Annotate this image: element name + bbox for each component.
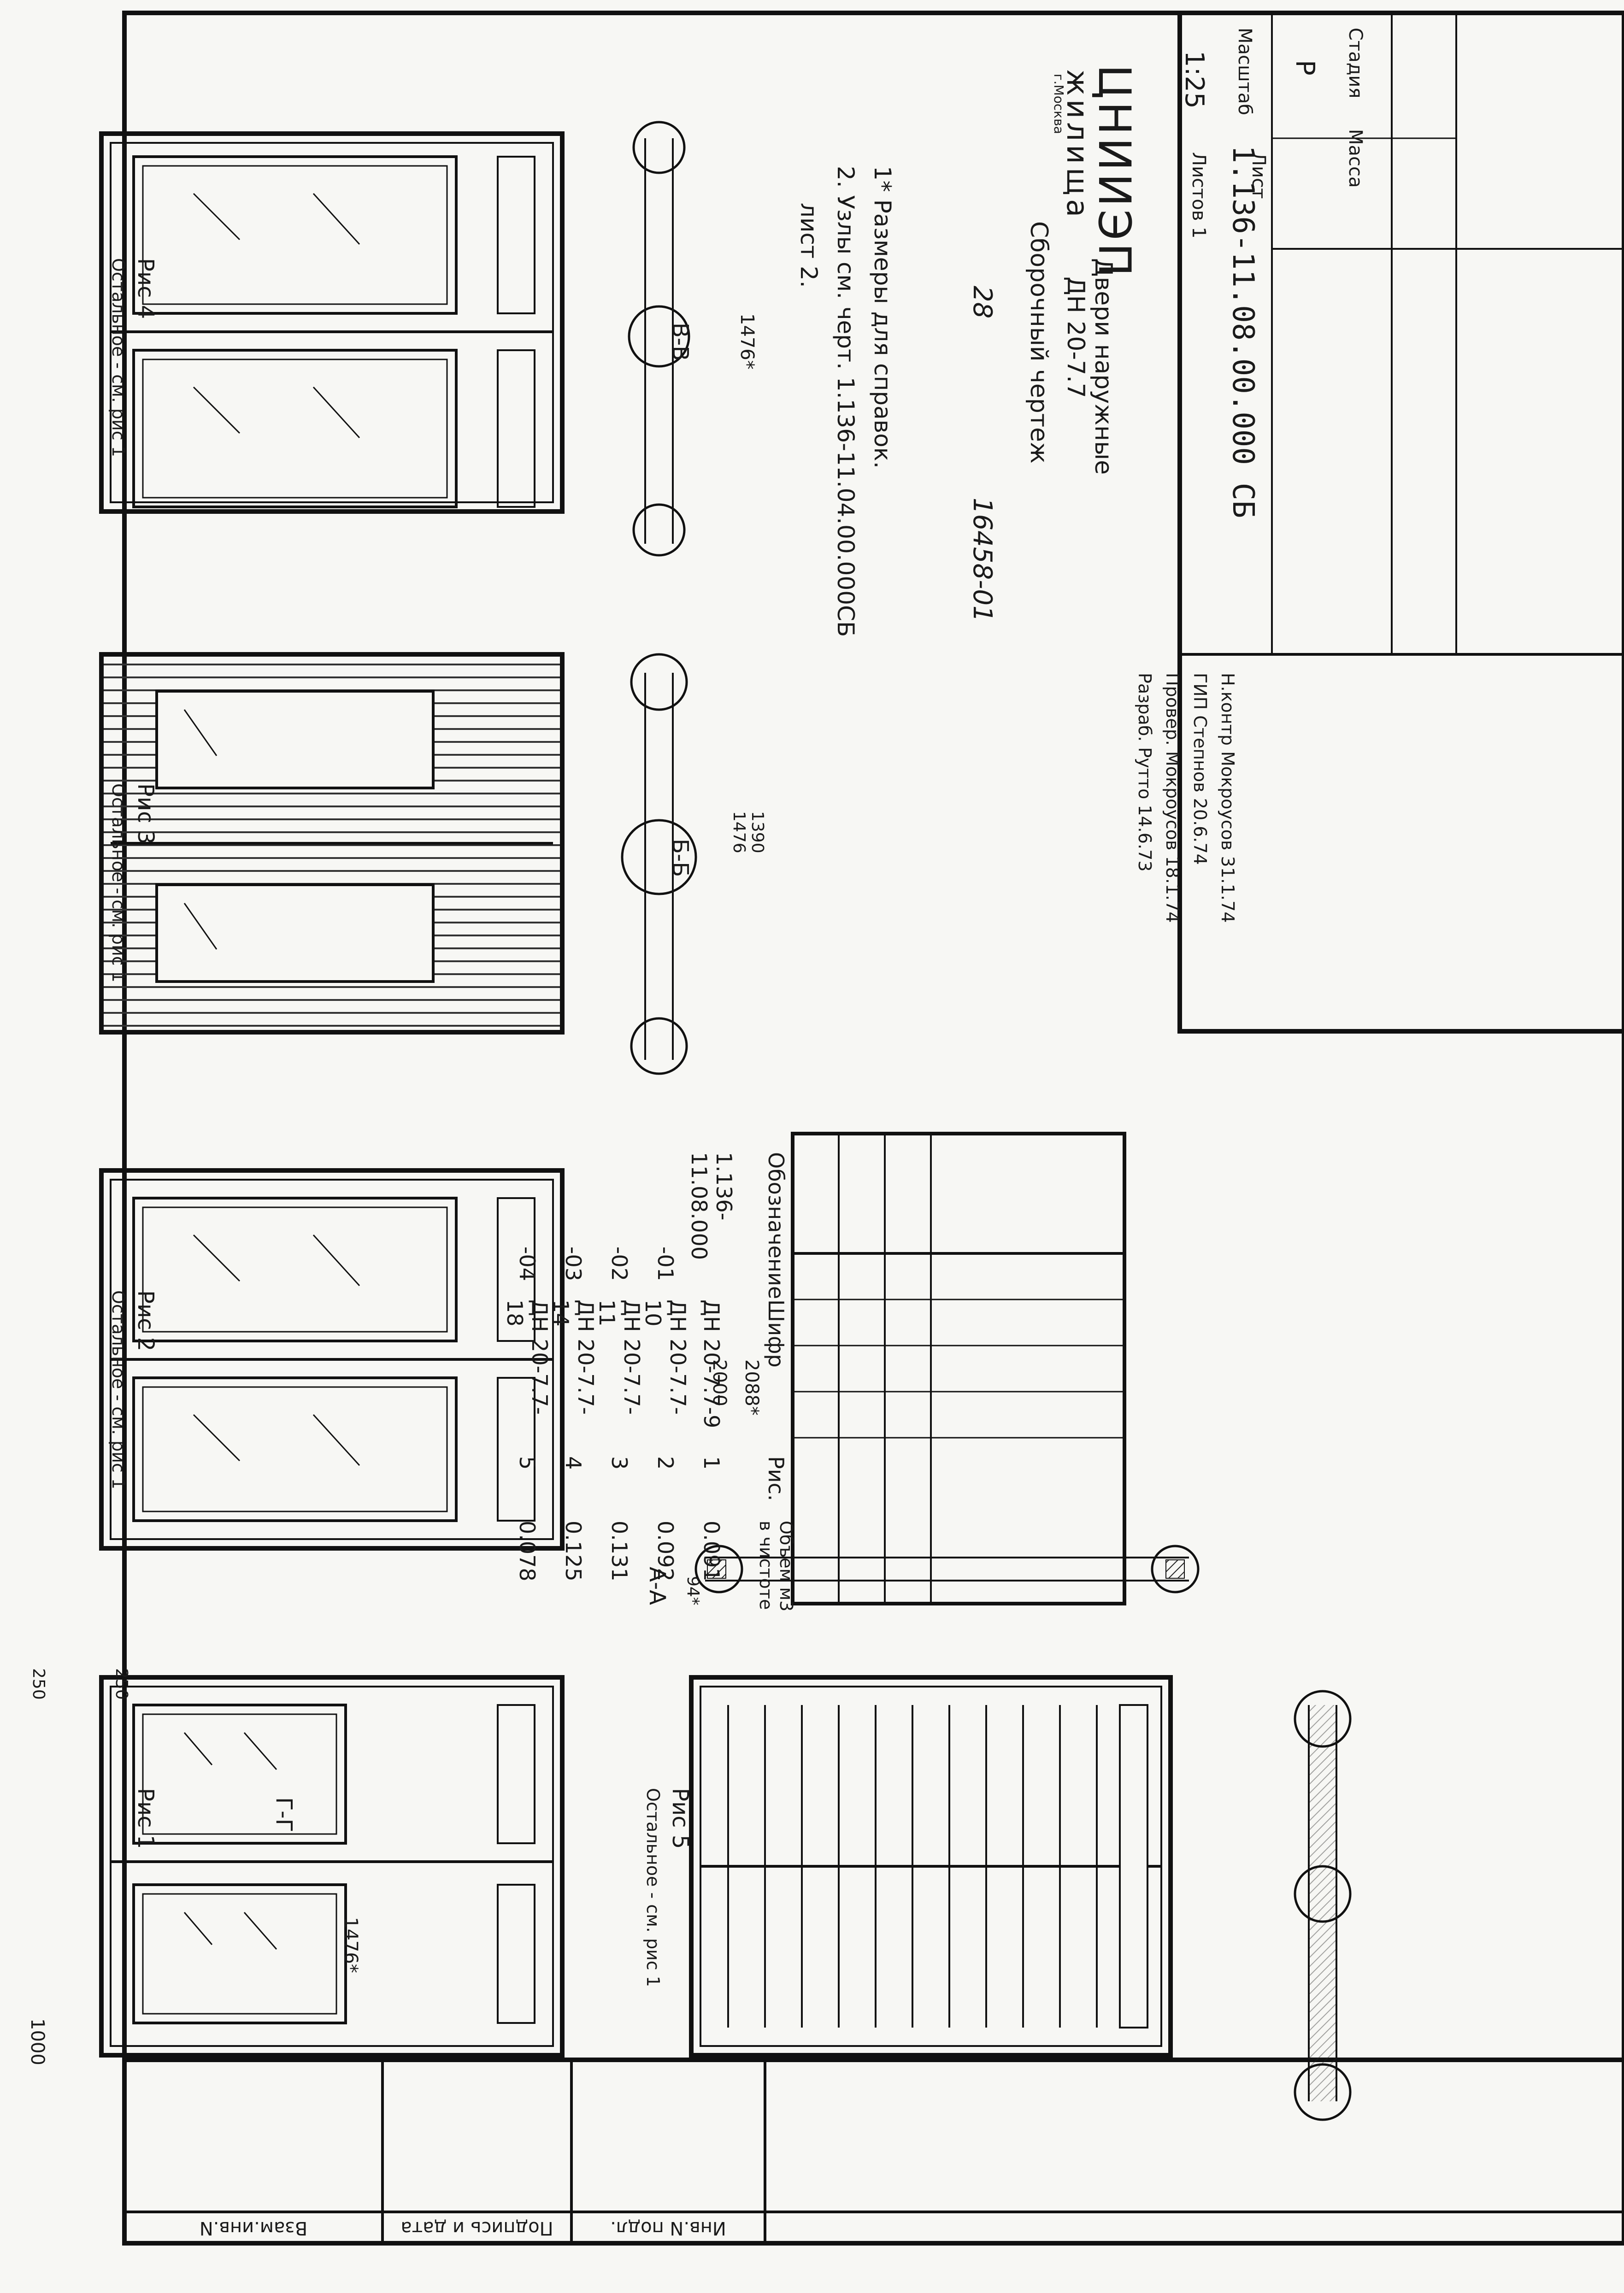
title-line2: ДН 20-7.7 xyxy=(1062,276,1089,398)
section-vv xyxy=(628,121,690,557)
org-line3: г.Москва xyxy=(1051,74,1066,134)
note-3: лист 2. xyxy=(795,203,822,288)
title-line3: Сборочный чертеж xyxy=(1025,221,1053,464)
figure-5 xyxy=(689,1675,1173,2058)
section-gg-label: Г-Г xyxy=(271,1797,297,1832)
fig1-caption: Рис 1 xyxy=(133,1788,159,1849)
section-gg xyxy=(1294,1690,1352,2121)
dim-94: 94* xyxy=(683,1576,702,1605)
dim-1000: 1000 xyxy=(27,2018,48,2065)
dim-2000: 2000 xyxy=(709,1359,730,1406)
signature-rows: Н.контр Мокроусов 31.1.74 ГИП Степнов 20… xyxy=(1131,673,1242,923)
dim-1476c: 1476* xyxy=(340,1917,361,1973)
dim-1476a: 1476 xyxy=(730,811,748,853)
dim-1476b: 1476* xyxy=(736,313,758,370)
side-stamp-strip: Взам.инв.N Подпись и дата Инв.N подл. xyxy=(123,2060,1624,2243)
mass-header: Масса xyxy=(1345,129,1366,188)
figure-2 xyxy=(99,1168,565,1551)
spec-header-designation: Обозначение xyxy=(764,1152,788,1299)
figure-4 xyxy=(99,131,565,514)
section-aa-label: А-А xyxy=(644,1567,670,1605)
stage-header: Стадия xyxy=(1345,28,1366,99)
spec-header-fig: Рис. xyxy=(764,1456,788,1501)
sheet-frame xyxy=(122,11,1624,2246)
signature-row: ГИП Степнов 20.6.74 xyxy=(1190,673,1210,865)
figure-1 xyxy=(99,1675,565,2058)
stamp-inv-podl: Инв.N подл. xyxy=(610,2217,726,2239)
section-aa xyxy=(694,1545,1200,1593)
note-2: 2. Узлы см. черт. 1.136-11.04.00.000СБ xyxy=(832,166,859,637)
spec-header-code: Шифр xyxy=(764,1299,788,1368)
title-line1: Двери наружные xyxy=(1089,258,1117,475)
title-block xyxy=(1177,11,1624,1034)
dim-250b: 250 xyxy=(112,1668,131,1700)
signature-row: Н.контр Мокроусов 31.1.74 xyxy=(1218,673,1238,923)
page-number: 28 xyxy=(967,286,997,319)
dim-1390: 1390 xyxy=(748,811,767,853)
archive-number: 16458-01 xyxy=(967,498,997,622)
scale-header: Масштаб xyxy=(1234,28,1255,116)
dim-2088: 2088* xyxy=(741,1359,762,1416)
dim-250a: 250 xyxy=(29,1668,48,1700)
stamp-signature: Подпись и дата xyxy=(400,2217,553,2239)
org-line1: ЦНИИЭП xyxy=(1089,65,1140,279)
spec-header-volume: Объем м3 в чистоте xyxy=(756,1521,796,1612)
stage-value: Р xyxy=(1290,60,1320,76)
signature-row: Разраб. Рутто 14.6.73 xyxy=(1135,673,1155,872)
note-1: 1* Размеры для справок. xyxy=(869,166,896,469)
sheet-label: Лист xyxy=(1248,152,1269,199)
sheets-label: Листов 1 xyxy=(1188,152,1209,239)
section-vv-label: В-В xyxy=(667,323,693,361)
stamp-inv-n: Взам.инв.N xyxy=(200,2217,307,2239)
section-bb xyxy=(621,653,697,1075)
scale-value: 1:25 xyxy=(1179,51,1209,109)
spec-table-text: Обозначение Шифр Рис. Объем м3 в чистоте… xyxy=(502,1152,818,1613)
section-bb-label: Б-Б xyxy=(667,839,693,877)
signature-row: Провер. Мокроусов 18.1.74 xyxy=(1162,673,1183,923)
spec-table xyxy=(791,1132,1126,1605)
figure-3 xyxy=(99,652,565,1035)
